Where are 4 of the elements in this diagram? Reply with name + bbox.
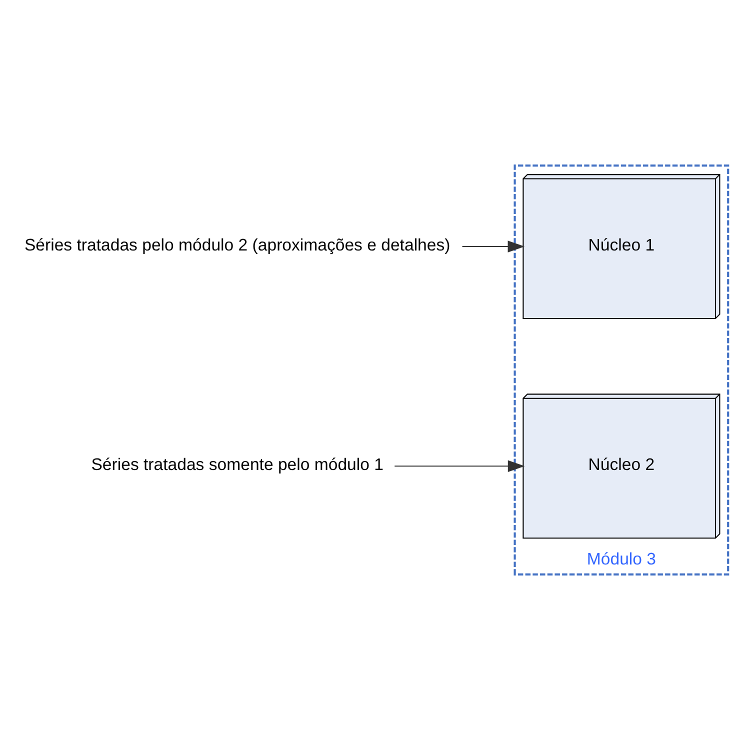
node-text: Séries tratadas somente pelo módulo 1 <box>91 455 384 474</box>
node-text: Séries tratadas pelo módulo 2 (aproximações e detalhes) <box>24 236 450 255</box>
arrow <box>394 460 525 472</box>
arrow <box>462 240 525 252</box>
